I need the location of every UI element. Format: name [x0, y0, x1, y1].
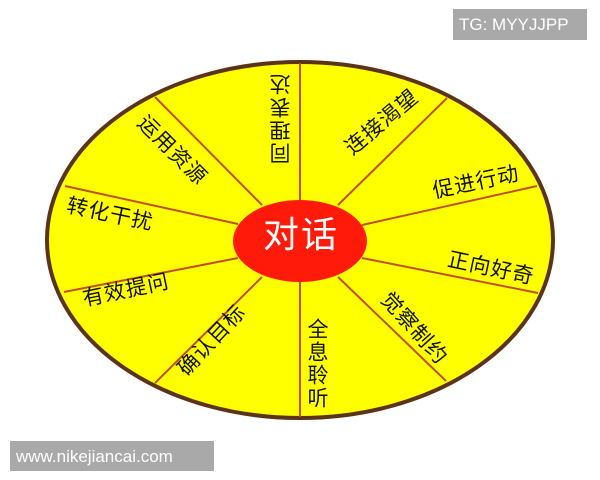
- divider: [337, 97, 448, 206]
- divider: [337, 276, 447, 382]
- segment-label-empathic-expression: 同理表达: [269, 72, 293, 164]
- divider: [154, 276, 263, 384]
- divider: [361, 185, 538, 226]
- segment-label-holistic-listening: 全息聆听: [305, 318, 329, 410]
- watermark-bottom-left: www.nikejiancai.com: [10, 441, 214, 471]
- watermark-top-right: TG: MYYJJPP: [453, 9, 587, 40]
- divider: [361, 257, 539, 294]
- center-ellipse: [233, 200, 367, 282]
- segment-dividers: [63, 63, 539, 417]
- divider: [64, 185, 239, 225]
- center-label: 对话: [262, 215, 339, 256]
- divider: [154, 96, 263, 206]
- divider: [63, 257, 239, 293]
